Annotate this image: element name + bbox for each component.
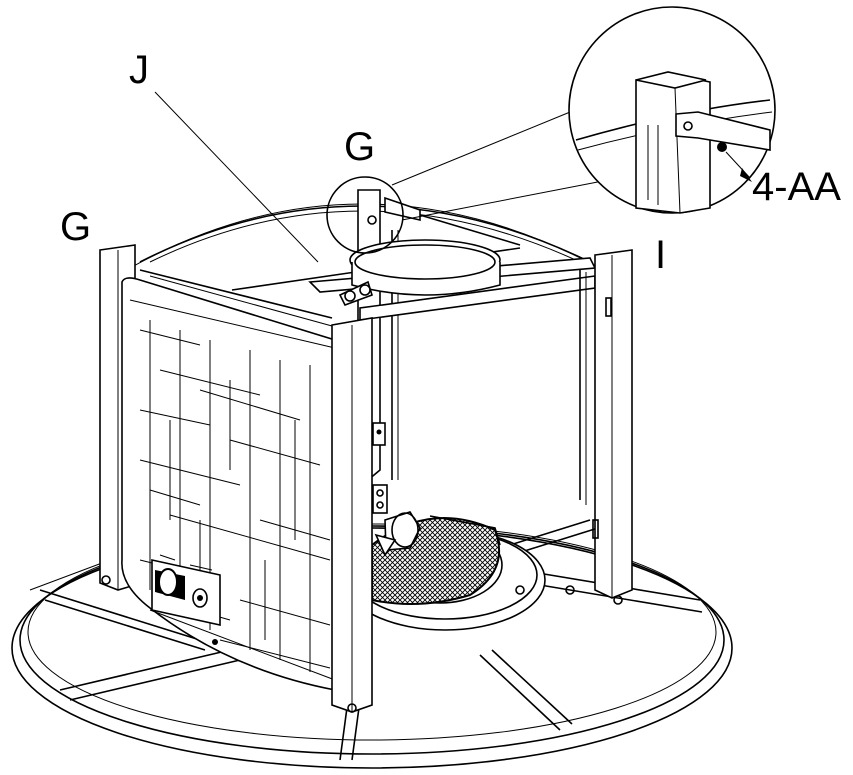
- center-collar: [349, 239, 501, 296]
- label-4-aa: 4-AA: [752, 165, 841, 209]
- base-spokes: [29, 519, 703, 761]
- detail-callout: [326, 6, 776, 254]
- label-i: I: [655, 233, 666, 277]
- frame-fitting: [338, 280, 373, 306]
- leg-front: [331, 317, 373, 713]
- gas-valve: [374, 511, 421, 557]
- label-j: J: [129, 48, 149, 92]
- leader-lines: [154, 91, 319, 263]
- label-g-top: G: [344, 125, 375, 169]
- leg-right: [515, 249, 633, 605]
- control-panel: [151, 554, 221, 645]
- label-g-left: G: [60, 205, 91, 249]
